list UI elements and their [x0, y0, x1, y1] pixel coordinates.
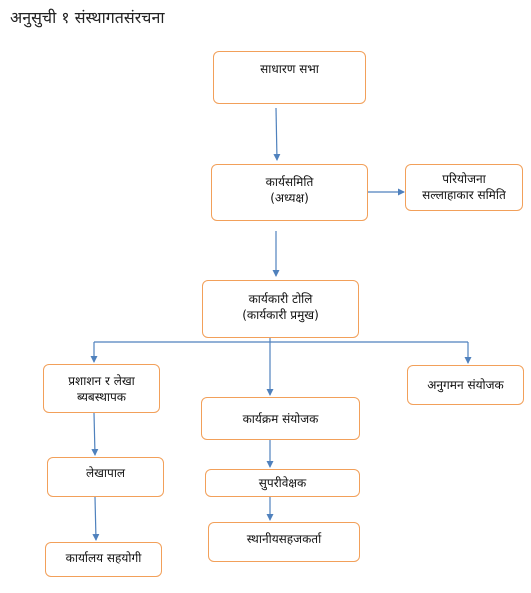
- arrow-accountant-to-office: [92, 496, 100, 541]
- node-program-coordinator: कार्यक्रम संयोजक: [201, 397, 360, 440]
- node-supervisor: सुपरीवेक्षक: [205, 469, 360, 497]
- node-label: कार्यालय सहयोगी: [65, 551, 142, 565]
- node-label: सल्लाहाकार समिति: [422, 188, 506, 202]
- node-label: कार्यकारी टोलि: [248, 292, 313, 306]
- node-label: कार्यक्रम संयोजक: [242, 412, 319, 426]
- node-label: प्रशाशन र लेखा: [68, 374, 135, 388]
- node-office-assistant: कार्यालय सहयोगी: [45, 542, 162, 577]
- node-admin-finance-manager: प्रशाशन र लेखा ब्यबस्थापक: [43, 364, 160, 413]
- node-label: साधारण सभा: [260, 62, 319, 76]
- page-title: अनुसुची १ संस्थागतसंरचना: [10, 8, 165, 27]
- node-general-assembly: साधारण सभा: [213, 51, 366, 104]
- node-local-facilitator: स्थानीयसहजकर्ता: [208, 522, 360, 562]
- node-executive-committee: कार्यसमिति (अध्यक्ष): [211, 164, 368, 221]
- node-monitoring-coordinator: अनुगमन संयोजक: [407, 365, 524, 405]
- arrow-admin-to-accountant: [91, 412, 99, 456]
- node-label: कार्यसमिति: [265, 175, 314, 189]
- node-accountant: लेखापाल: [47, 457, 164, 497]
- node-label: लेखापाल: [85, 466, 126, 480]
- node-project-advisory-committee: परियोजना सल्लाहाकार समिति: [405, 164, 523, 211]
- node-label: परियोजना: [442, 172, 486, 186]
- node-label: ब्यबस्थापक: [76, 390, 127, 404]
- node-label: स्थानीयसहजकर्ता: [246, 532, 322, 546]
- node-label: (कार्यकारी प्रमुख): [242, 308, 319, 322]
- node-label: (अध्यक्ष): [270, 191, 309, 205]
- node-label: अनुगमन संयोजक: [427, 378, 504, 392]
- node-label: सुपरीवेक्षक: [258, 476, 307, 490]
- arrow-assembly-to-committee: [273, 107, 281, 161]
- node-executive-team: कार्यकारी टोलि (कार्यकारी प्रमुख): [202, 280, 359, 338]
